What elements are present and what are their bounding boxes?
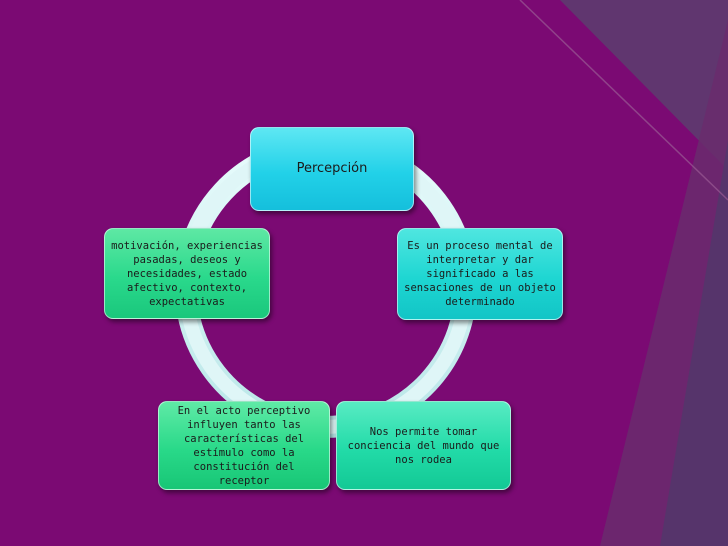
node-line: estímulo como la [193,446,295,459]
node-line: nos rodea [395,453,452,466]
node-percepcion: Percepción [250,127,414,211]
node-awareness: Nos permite tomar conciencia del mundo q… [336,401,511,490]
node-line: motivación, experiencias [111,239,263,252]
node-factors: motivación, experiencias pasadas, deseos… [104,228,270,319]
node-line: constitución del receptor [193,460,295,487]
corner-shape-top [560,0,728,170]
node-line: afectivo, contexto, [126,281,248,294]
node-line: sensaciones de un objeto [404,282,556,294]
node-line: interpretar y dar [426,254,534,266]
node-line: Percepción [296,161,368,176]
corner-line [519,0,728,201]
node-line: pasadas, deseos y [133,253,241,266]
node-line: En el acto perceptivo [177,404,311,417]
node-line: Nos permite tomar [369,425,478,438]
node-line: necesidades, estado [126,267,248,280]
node-line: influyen tanto las [187,418,301,431]
node-line: conciencia del mundo que [347,439,500,452]
node-line: determinado [445,296,515,308]
node-definition: Es un proceso mental de interpretar y da… [397,228,563,320]
corner-shape-right-dark [660,140,728,546]
node-line: características del [183,432,305,445]
node-line: significado a las [426,268,534,280]
node-perceptive-act: En el acto perceptivo influyen tanto las… [158,401,330,490]
node-line: Es un proceso mental de [407,240,553,252]
node-line: expectativas [149,295,225,308]
